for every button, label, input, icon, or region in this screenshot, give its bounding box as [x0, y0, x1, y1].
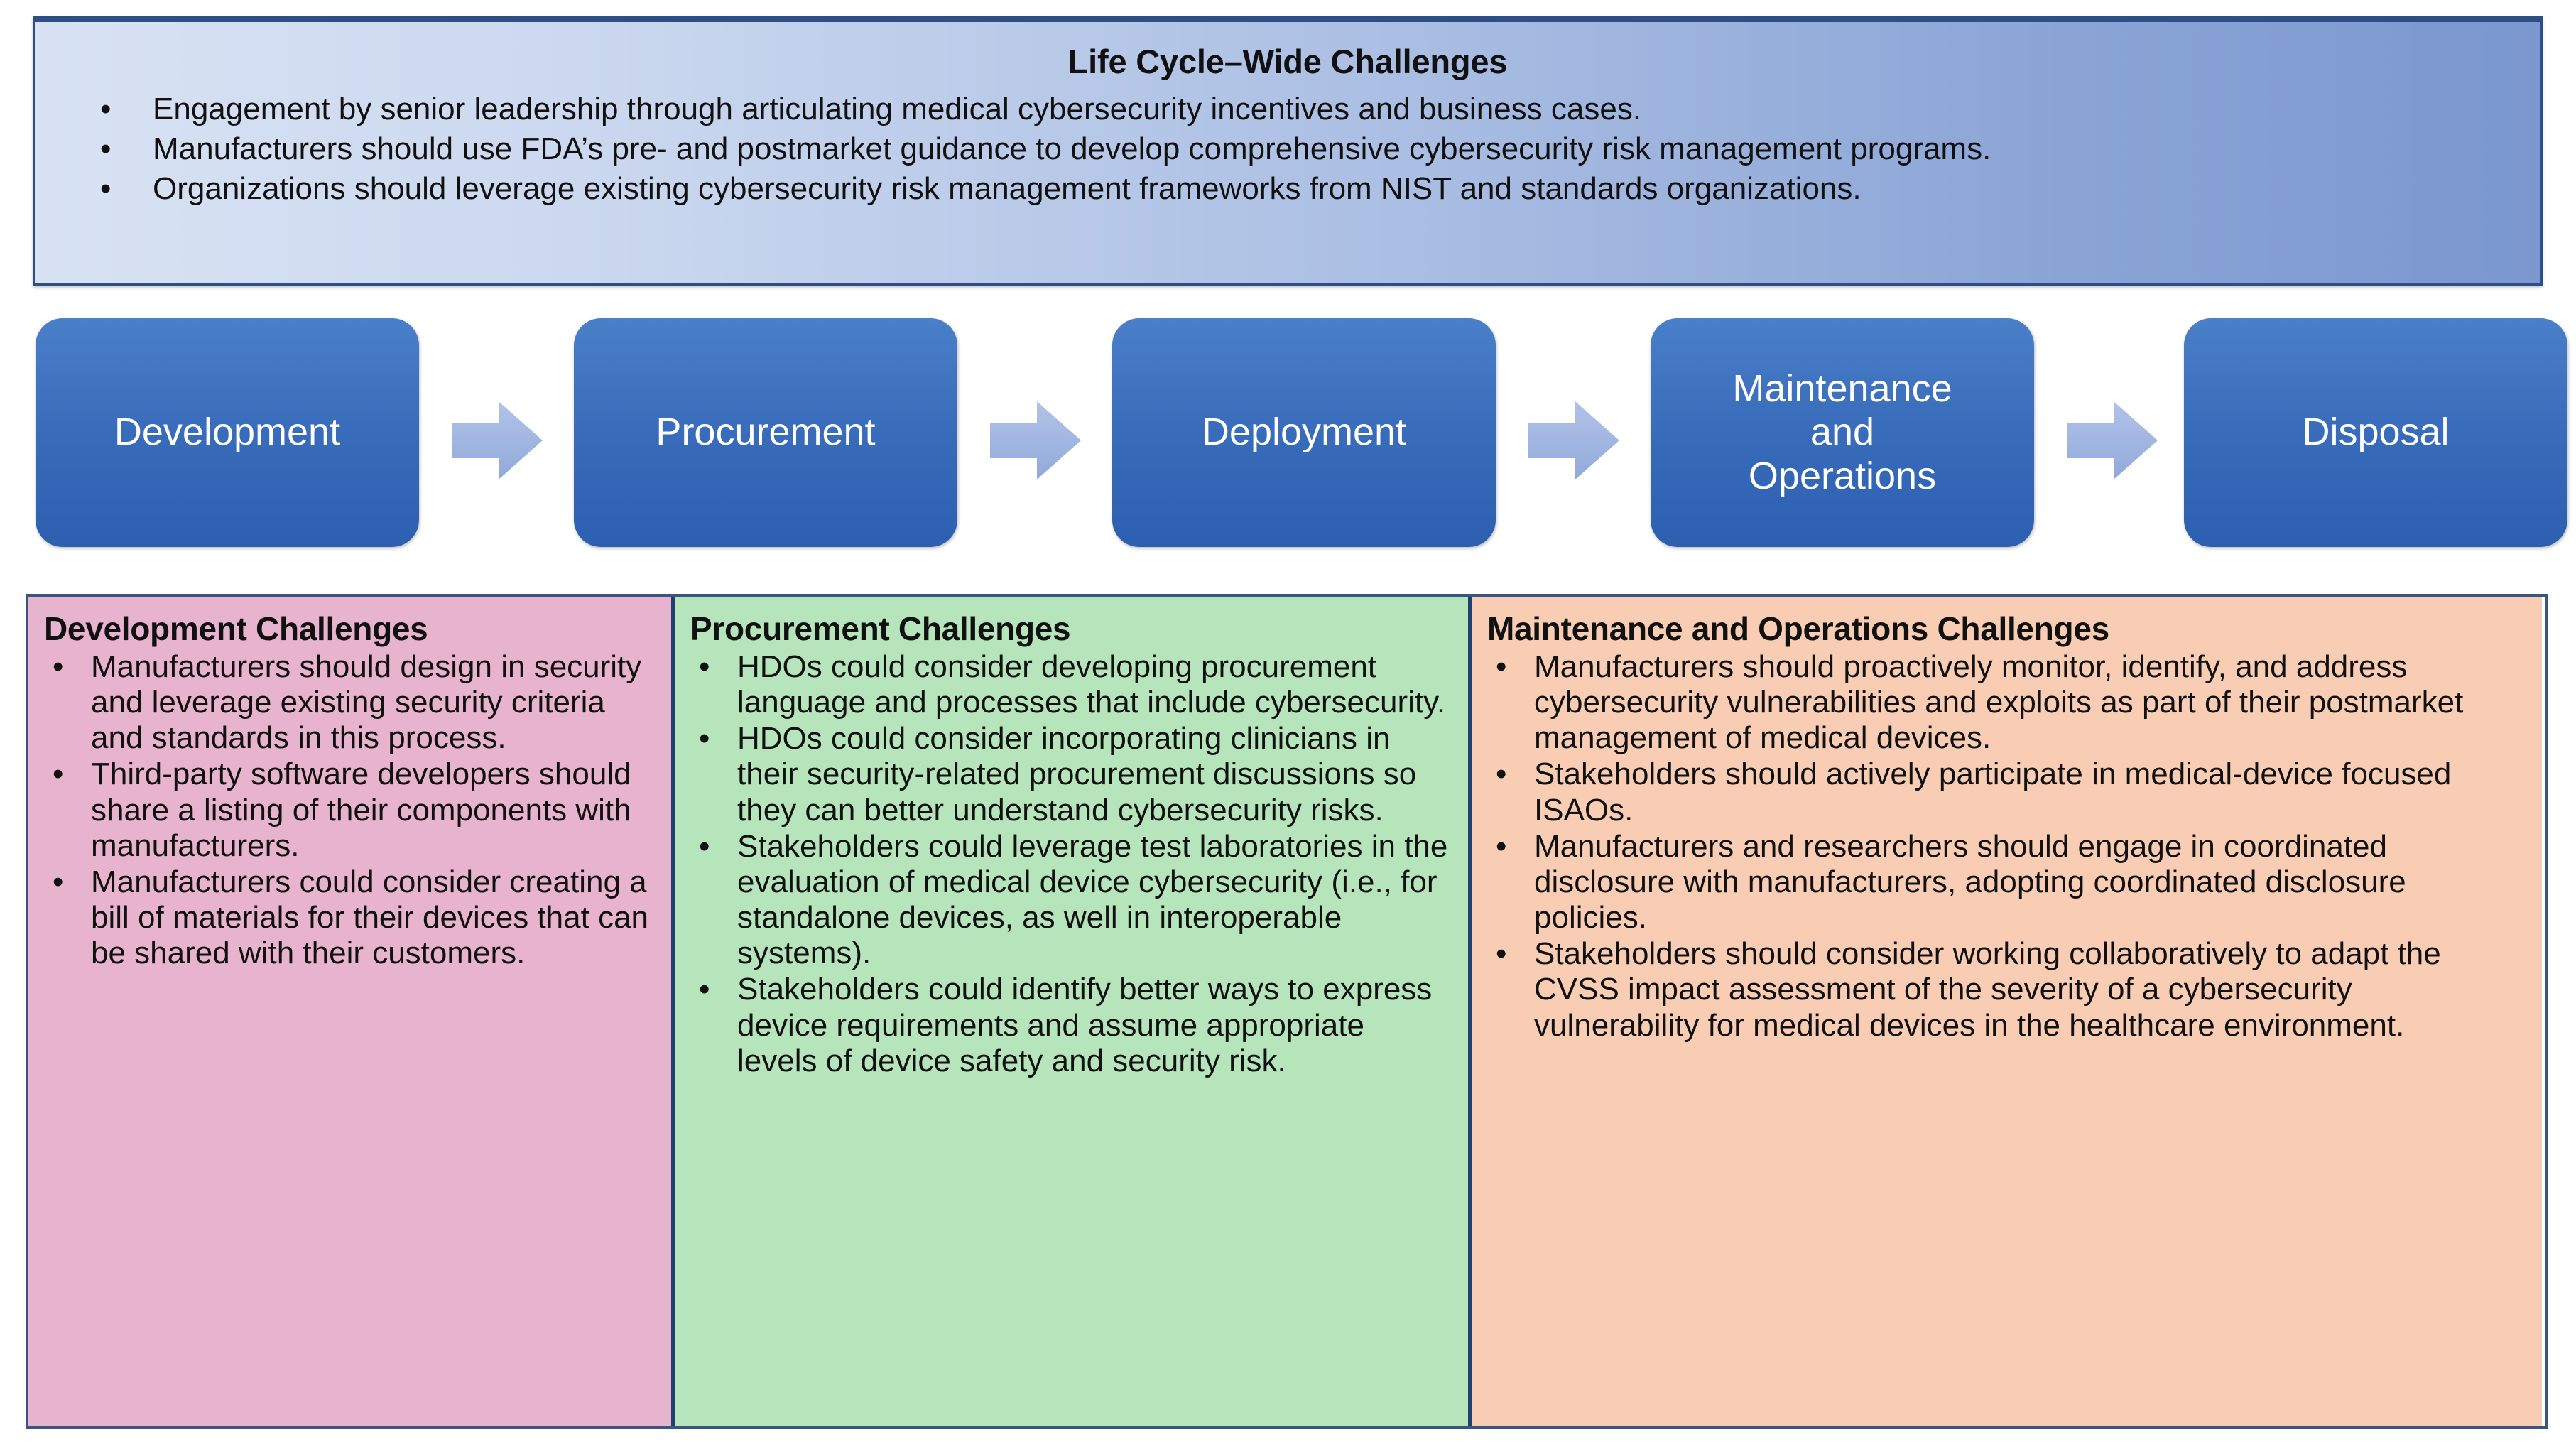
- column-maintenance-and-operations-challenges: Maintenance and Operations Challenges • …: [1472, 597, 2542, 1426]
- bullet-icon: •: [1496, 828, 1507, 864]
- column-item-text: Stakeholders should consider working col…: [1534, 936, 2441, 1043]
- column-heading: Maintenance and Operations Challenges: [1487, 610, 2109, 647]
- process-stage-label: Development: [114, 411, 341, 454]
- column-heading: Development Challenges: [44, 610, 428, 647]
- process-stage-label: Disposal: [2302, 411, 2450, 454]
- process-stage-label: Maintenance and Operations: [1732, 367, 1952, 497]
- column-item-text: Manufacturers could consider creating a …: [91, 864, 649, 971]
- column-item-text: Third-party software developers should s…: [91, 757, 631, 863]
- column-item-text: Manufacturers and researchers should eng…: [1534, 828, 2406, 936]
- column-item-text: Stakeholders could identify better ways …: [737, 972, 1433, 1078]
- bullet-icon: •: [53, 649, 64, 684]
- column-item-text: Stakeholders should actively participate…: [1534, 757, 2452, 828]
- process-stage-label: Deployment: [1201, 411, 1407, 454]
- column-development-challenges: Development Challenges • Manufacturers s…: [28, 597, 675, 1426]
- process-stage-label: Procurement: [656, 411, 876, 454]
- column-list-item: • Stakeholders should actively participa…: [1487, 757, 2523, 828]
- column-item-text: HDOs could consider developing procureme…: [737, 649, 1446, 720]
- lifecycle-process-flow: Development Procurement Deployment: [36, 318, 2567, 547]
- banner-list-item: • Organizations should leverage existing…: [69, 170, 2512, 207]
- column-heading: Procurement Challenges: [690, 610, 1071, 647]
- banner-title: Life Cycle–Wide Challenges: [1067, 43, 1508, 80]
- column-list-item: • HDOs could consider incorporating clin…: [690, 721, 1450, 828]
- process-stage-disposal[interactable]: Disposal: [2184, 318, 2567, 547]
- banner-list-item: • Engagement by senior leadership throug…: [69, 91, 2512, 128]
- banner-item-text: Organizations should leverage existing c…: [153, 170, 1862, 206]
- column-bullet-list: • Manufacturers should proactively monit…: [1487, 649, 2523, 1044]
- bullet-icon: •: [699, 828, 710, 864]
- column-procurement-challenges: Procurement Challenges • HDOs could cons…: [675, 597, 1472, 1426]
- right-arrow-icon: [1528, 401, 1619, 479]
- right-arrow-icon: [990, 401, 1081, 479]
- column-item-text: Manufacturers should proactively monitor…: [1534, 649, 2464, 756]
- bullet-icon: •: [1496, 936, 1507, 972]
- column-list-item: • Stakeholders should consider working c…: [1487, 936, 2523, 1043]
- banner-bullet-list: • Engagement by senior leadership throug…: [35, 91, 2540, 207]
- column-item-text: Manufacturers should design in security …: [91, 649, 642, 756]
- bullet-icon: •: [100, 170, 112, 206]
- lifecycle-wide-challenges-banner: Life Cycle–Wide Challenges • Engagement …: [33, 16, 2543, 286]
- column-list-item: • Manufacturers and researchers should e…: [1487, 829, 2523, 936]
- bullet-icon: •: [699, 721, 710, 757]
- banner-list-item: • Manufacturers should use FDA’s pre- an…: [69, 131, 2512, 168]
- bullet-icon: •: [53, 757, 64, 792]
- column-list-item: • HDOs could consider developing procure…: [690, 649, 1450, 720]
- column-list-item: • Stakeholders could identify better way…: [690, 972, 1450, 1078]
- challenge-columns: Development Challenges • Manufacturers s…: [26, 594, 2548, 1429]
- process-stage-development[interactable]: Development: [36, 318, 419, 547]
- column-item-text: HDOs could consider incorporating clinic…: [737, 721, 1417, 828]
- process-stage-maintenance-and-operations[interactable]: Maintenance and Operations: [1651, 318, 2034, 547]
- banner-item-text: Manufacturers should use FDA’s pre- and …: [153, 131, 1991, 166]
- banner-item-text: Engagement by senior leadership through …: [153, 92, 1642, 126]
- right-arrow-icon: [2067, 401, 2158, 479]
- column-bullet-list: • HDOs could consider developing procure…: [690, 649, 1450, 1079]
- column-list-item: • Manufacturers should design in securit…: [44, 649, 653, 756]
- column-list-item: • Stakeholders could leverage test labor…: [690, 829, 1450, 972]
- column-item-text: Stakeholders could leverage test laborat…: [737, 828, 1448, 971]
- bullet-icon: •: [100, 131, 112, 166]
- column-list-item: • Manufacturers should proactively monit…: [1487, 649, 2523, 756]
- bullet-icon: •: [699, 649, 710, 684]
- column-list-item: • Manufacturers could consider creating …: [44, 865, 653, 971]
- bullet-icon: •: [100, 92, 112, 126]
- column-list-item: • Third-party software developers should…: [44, 757, 653, 863]
- column-bullet-list: • Manufacturers should design in securit…: [44, 649, 653, 971]
- right-arrow-icon: [452, 401, 543, 479]
- bullet-icon: •: [1496, 649, 1507, 684]
- bullet-icon: •: [53, 864, 64, 899]
- process-stage-deployment[interactable]: Deployment: [1112, 318, 1496, 547]
- process-stage-procurement[interactable]: Procurement: [574, 318, 957, 547]
- bullet-icon: •: [1496, 757, 1507, 792]
- bullet-icon: •: [699, 972, 710, 1007]
